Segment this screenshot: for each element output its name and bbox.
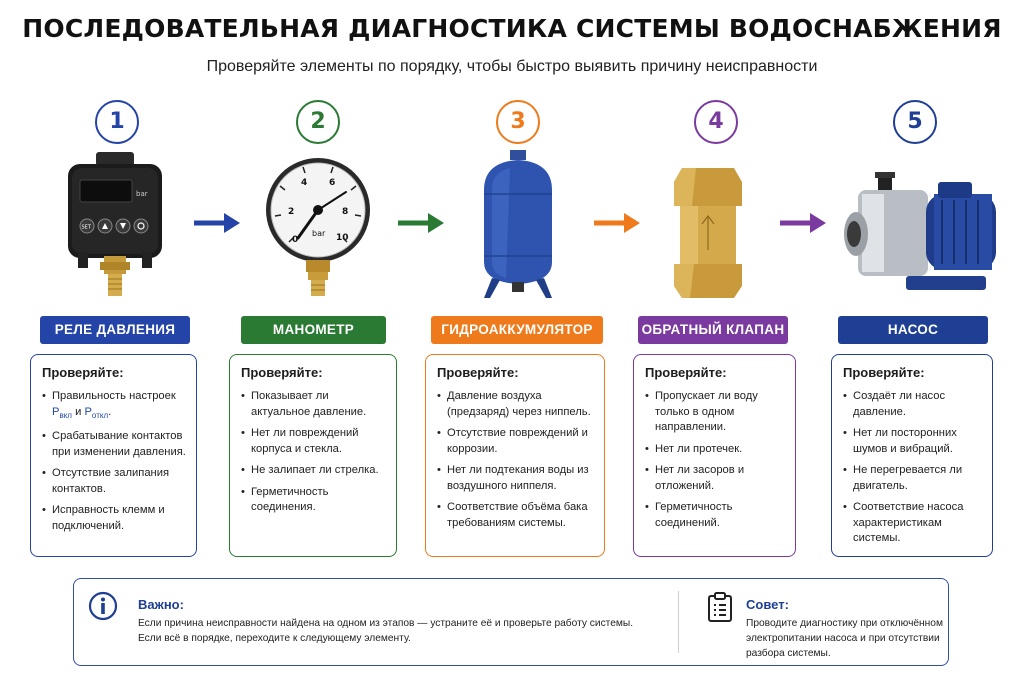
gauge-tick-8: 8 xyxy=(342,207,348,217)
step-number-2: 2 xyxy=(296,100,340,144)
pressure-relay-image: bar SET xyxy=(60,150,170,305)
card-heading: Проверяйте: xyxy=(645,365,727,380)
manometer-image: 2 4 6 8 10 0 bar xyxy=(262,150,374,305)
list-item: Показывает ли актуальное давление. xyxy=(241,389,386,420)
list-item: Нет ли протечек. xyxy=(645,442,785,458)
card-heading: Проверяйте: xyxy=(437,365,519,380)
step-number-4: 4 xyxy=(694,100,738,144)
step-number-1: 1 xyxy=(95,100,139,144)
step-label-manometer: МАНОМЕТР xyxy=(241,316,386,344)
notes-panel: Важно: Если причина неисправности найден… xyxy=(73,578,949,666)
important-title: Важно: xyxy=(138,597,184,612)
checklist-card-manometer: Проверяйте: Показывает ли актуальное дав… xyxy=(229,354,397,557)
gauge-tick-2: 2 xyxy=(288,207,294,217)
list-item: Герметичность соединения. xyxy=(241,485,386,516)
list-item: Не перегревается ли двигатель. xyxy=(843,463,982,494)
list-item: Отсутствие залипания контактов. xyxy=(42,466,186,497)
list-item: Отсутствие повреждений и коррозии. xyxy=(437,426,594,457)
checklist-card-relay: Проверяйте: Правильность настроек Pвкл и… xyxy=(30,354,197,557)
gauge-unit: bar xyxy=(312,229,326,238)
step-number-3: 3 xyxy=(496,100,540,144)
page-subtitle: Проверяйте элементы по порядку, чтобы бы… xyxy=(206,58,818,75)
tip-text: Проводите диагностику при отключённом эл… xyxy=(746,618,943,659)
divider xyxy=(678,591,679,653)
clipboard-icon xyxy=(708,592,732,622)
page-title: ПОСЛЕДОВАТЕЛЬНАЯ ДИАГНОСТИКА СИСТЕМЫ ВОД… xyxy=(22,14,1002,43)
list-item: Нет ли подтекания воды из воздушного нип… xyxy=(437,463,594,494)
list-item: Герметичность соединений. xyxy=(645,500,785,531)
important-text: Если причина неисправности найдена на од… xyxy=(138,618,634,644)
step-label-relay: РЕЛЕ ДАВЛЕНИЯ xyxy=(40,316,190,344)
list-item: Создаёт ли насос давление. xyxy=(843,389,982,420)
card-heading: Проверяйте: xyxy=(241,365,323,380)
checklist-card-check-valve: Проверяйте: Пропускает ли воду только в … xyxy=(633,354,796,557)
list-item: Правильность настроек Pвкл и Pоткл. xyxy=(42,389,186,423)
gauge-tick-6: 6 xyxy=(329,178,335,188)
arrow-right-icon-3 xyxy=(594,213,640,233)
pump-image xyxy=(838,150,1008,305)
gauge-tick-0: 0 xyxy=(292,235,298,245)
step-label-pump: НАСОС xyxy=(838,316,988,344)
list-item: Соответствие насоса характеристикам сист… xyxy=(843,500,982,547)
list-item: Пропускает ли воду только в одном направ… xyxy=(645,389,785,436)
list-item: Нет ли повреждений корпуса и стекла. xyxy=(241,426,386,457)
card-heading: Проверяйте: xyxy=(42,365,124,380)
list-item: Нет ли посторонних шумов и вибраций. xyxy=(843,426,982,457)
list-item: Нет ли засоров и отложений. xyxy=(645,463,785,494)
arrow-right-icon-2 xyxy=(398,213,444,233)
gauge-tick-4: 4 xyxy=(301,178,307,188)
info-icon xyxy=(88,591,118,621)
gauge-tick-10: 10 xyxy=(336,233,349,243)
list-item: Исправность клемм и подключений. xyxy=(42,503,186,534)
arrow-right-icon-1 xyxy=(194,213,240,233)
relay-unit-text: bar xyxy=(136,190,148,198)
arrow-right-icon-4 xyxy=(780,213,826,233)
list-item: Давление воздуха (предзаряд) через ниппе… xyxy=(437,389,594,420)
list-item: Срабатывание контактов при изменении дав… xyxy=(42,429,186,460)
checklist-card-pump: Проверяйте: Создаёт ли насос давление. Н… xyxy=(831,354,993,557)
card-heading: Проверяйте: xyxy=(843,365,925,380)
relay-set-label: SET xyxy=(82,225,92,231)
step-label-check-valve: ОБРАТНЫЙ КЛАПАН xyxy=(638,316,788,344)
accumulator-tank-image xyxy=(476,150,560,305)
checklist-card-accumulator: Проверяйте: Давление воздуха (предзаряд)… xyxy=(425,354,605,557)
tip-title: Совет: xyxy=(746,597,789,612)
list-item: Не залипает ли стрелка. xyxy=(241,463,386,479)
step-number-5: 5 xyxy=(893,100,937,144)
list-item: Соответствие объёма бака требованиям сис… xyxy=(437,500,594,531)
check-valve-image xyxy=(664,150,752,305)
step-label-accumulator: ГИДРОАККУМУЛЯТОР xyxy=(431,316,603,344)
